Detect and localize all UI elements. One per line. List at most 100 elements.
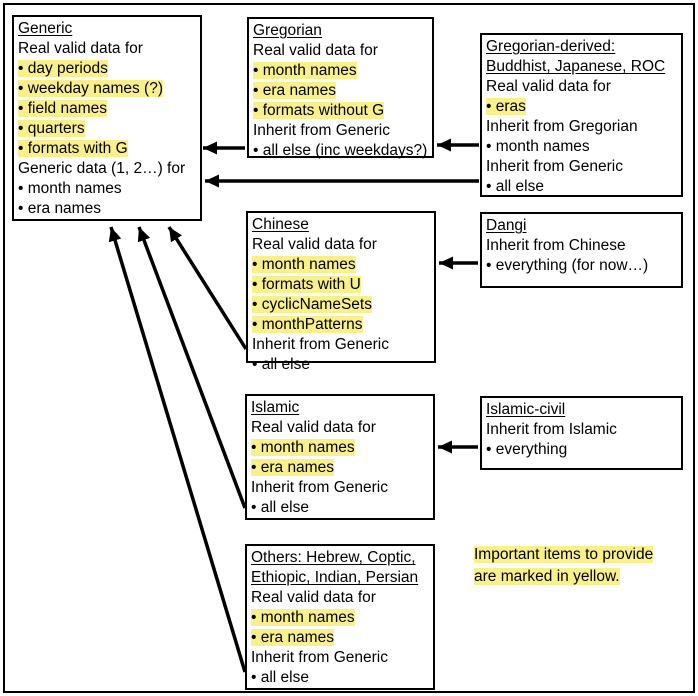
plain-text: • all else (inc weekdays?) (253, 142, 428, 159)
box-text-line: Inherit from Generic (253, 121, 428, 141)
plain-text: • everything (for now…) (486, 257, 649, 274)
generic-title: Generic (18, 19, 196, 39)
others-title: Ethiopic, Indian, Persian (251, 568, 429, 588)
dangi-title: Dangi (486, 216, 677, 236)
plain-text: • month names (486, 138, 590, 155)
box-list-item: • all else (251, 668, 429, 688)
box-list-item: • month names (486, 137, 677, 157)
note-line: Important items to provide (474, 544, 654, 566)
highlighted-text: • month names (252, 256, 356, 273)
box-title-text: Dangi (486, 217, 527, 234)
box-text-line: Inherit from Gregorian (486, 117, 677, 137)
box-text-line: Real valid data for (18, 39, 196, 59)
box-title-text: Ethiopic, Indian, Persian (251, 569, 419, 586)
box-list-item: • all else (486, 177, 677, 197)
box-list-item: • everything (486, 440, 677, 460)
box-list-item: • era names (251, 628, 429, 648)
highlighted-text: • era names (251, 459, 334, 476)
plain-text: Inherit from Generic (251, 649, 388, 666)
highlighted-text: • day periods (18, 60, 108, 77)
box-list-item: • era names (253, 81, 428, 101)
gregorian-derived-title: Buddhist, Japanese, ROC (486, 57, 677, 77)
box-list-item: • formats with U (252, 275, 430, 295)
plain-text: Inherit from Generic (253, 122, 390, 139)
plain-text: • everything (486, 441, 568, 458)
box-list-item: • quarters (18, 119, 196, 139)
highlighted-text: • month names (253, 62, 357, 79)
box-list-item: • month names (252, 255, 430, 275)
highlighted-text: • quarters (18, 120, 85, 137)
highlighted-text: • cyclicNameSets (252, 296, 372, 313)
box-text-line: Generic data (1, 2…) for (18, 159, 196, 179)
box-title-text: Chinese (252, 216, 309, 233)
plain-text: Inherit from Chinese (486, 237, 626, 254)
highlighted-text: • month names (251, 439, 355, 456)
plain-text: Real valid data for (253, 42, 378, 59)
box-text-line: Inherit from Generic (486, 157, 677, 177)
box-list-item: • weekday names (?) (18, 79, 196, 99)
plain-text: Real valid data for (252, 236, 377, 253)
box-title-text: Generic (18, 20, 73, 37)
highlighted-text: • field names (18, 100, 107, 117)
box-text-line: Inherit from Generic (251, 648, 429, 668)
highlighted-text: • weekday names (?) (18, 80, 163, 97)
highlighted-text: • monthPatterns (252, 316, 363, 333)
box-list-item: • cyclicNameSets (252, 295, 430, 315)
gregorian-title: Gregorian (253, 21, 428, 41)
plain-text: Real valid data for (251, 419, 376, 436)
box-list-item: • everything (for now…) (486, 256, 677, 276)
box-text-line: Real valid data for (486, 77, 677, 97)
box-text-line: Real valid data for (251, 418, 429, 438)
box-list-item: • all else (252, 355, 430, 375)
box-list-item: • month names (251, 608, 429, 628)
box-list-item: • era names (18, 199, 196, 219)
box-title-text: Others: Hebrew, Coptic, (251, 549, 416, 566)
plain-text: Real valid data for (251, 589, 376, 606)
islamic-title: Islamic (251, 398, 429, 418)
chinese-title: Chinese (252, 215, 430, 235)
highlighted-text: • month names (251, 609, 355, 626)
highlighted-text: • formats with G (18, 140, 128, 157)
box-title-text: Islamic (251, 399, 300, 416)
plain-text: Inherit from Gregorian (486, 118, 638, 135)
box-list-item: • all else (251, 498, 429, 518)
box-title-text: Gregorian-derived: (486, 38, 616, 55)
note-text-1: Important items to provide (474, 546, 654, 563)
box-gregorian-derived: Gregorian-derived: Buddhist, Japanese, RO… (480, 33, 683, 197)
box-list-item: • month names (251, 438, 429, 458)
box-text-line: Inherit from Chinese (486, 236, 677, 256)
box-list-item: • day periods (18, 59, 196, 79)
box-list-item: • formats without G (253, 101, 428, 121)
box-text-line: Inherit from Islamic (486, 420, 677, 440)
plain-text: Inherit from Generic (486, 158, 623, 175)
others-title: Others: Hebrew, Coptic, (251, 548, 429, 568)
box-text-line: Real valid data for (251, 588, 429, 608)
box-title-text: Islamic-civil (486, 401, 566, 418)
plain-text: Real valid data for (18, 40, 143, 57)
highlighted-text: • eras (486, 98, 526, 115)
plain-text: • month names (18, 180, 122, 197)
box-title-text: Gregorian (253, 22, 322, 39)
note-text-2: are marked in yellow. (474, 568, 620, 585)
note-important: Important items to provide are marked in… (474, 544, 654, 588)
box-list-item: • month names (253, 61, 428, 81)
plain-text: Inherit from Generic (251, 479, 388, 496)
plain-text: Inherit from Islamic (486, 421, 617, 438)
box-list-item: • era names (251, 458, 429, 478)
box-list-item: • month names (18, 179, 196, 199)
islamic-civil-title: Islamic-civil (486, 400, 677, 420)
highlighted-text: • formats with U (252, 276, 361, 293)
gregorian-derived-title: Gregorian-derived: (486, 37, 677, 57)
box-text-line: Inherit from Generic (252, 335, 430, 355)
plain-text: Real valid data for (486, 78, 611, 95)
highlighted-text: • formats without G (253, 102, 385, 119)
box-list-item: • all else (inc weekdays?) (253, 141, 428, 161)
plain-text: • all else (486, 178, 544, 195)
